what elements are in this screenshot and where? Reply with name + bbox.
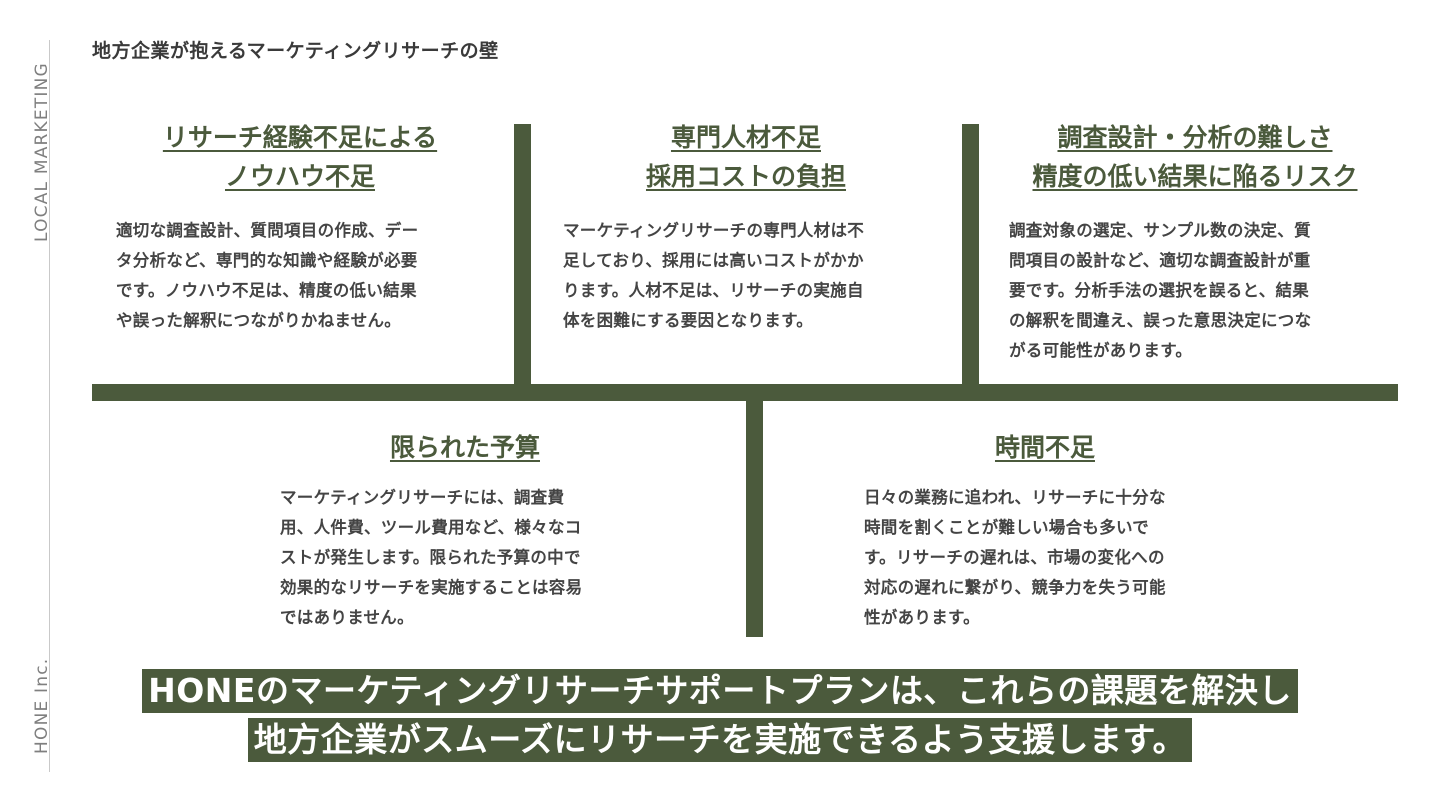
card-body-line: タ分析など、専門的な知識や経験が必要 [116,251,418,270]
card-body-line: 調査対象の選定、サンプル数の決定、質 [1009,221,1311,240]
banner-line-1: HONEのマーケティングリサーチサポートプランは、これらの課題を解決し [0,669,1440,713]
card-body-lack-of-time: 日々の業務に追われ、リサーチに十分な 時間を割くことが難しい場合も多いで す。リ… [864,483,1244,633]
banner-text: 地方企業がスムーズにリサーチを実施できるよう支援します。 [247,718,1193,762]
banner-line-2: 地方企業がスムーズにリサーチを実施できるよう支援します。 [0,718,1440,762]
card-body-line: ストが発生します。限られた予算の中で [280,548,581,567]
card-heading-line: 精度の低い結果に陥るリスク [1032,162,1358,191]
card-body-line: 問項目の設計など、適切な調査設計が重 [1009,251,1311,270]
card-heading-line: 調査設計・分析の難しさ [1057,123,1333,152]
card-body-line: 要です。分析手法の選択を誤ると、結果 [1009,281,1310,300]
card-body-line: 適切な調査設計、質問項目の作成、デー [116,221,419,240]
card-body-line: ります。人材不足は、リサーチの実施自 [563,281,864,300]
card-heading-line: ノウハウ不足 [224,162,375,191]
card-body-line: 足しており、採用には高いコストがかか [563,251,864,270]
card-body-line: 日々の業務に追われ、リサーチに十分な [864,488,1166,507]
bottom-divider-bar [746,399,763,637]
card-body-line: 用、人件費、ツール費用など、様々なコ [280,518,582,537]
card-body-lack-of-know-how: 適切な調査設計、質問項目の作成、デー タ分析など、専門的な知識や経験が必要 です… [116,216,496,336]
sidebar-label-local-marketing: LOCAL MARKETING [32,62,52,243]
card-body-line: マーケティングリサーチの専門人材は不 [563,221,865,240]
banner-text: HONEのマーケティングリサーチサポートプランは、これらの課題を解決し [142,669,1298,713]
card-heading-research-design: 調査設計・分析の難しさ 精度の低い結果に陥るリスク [1000,118,1390,196]
card-body-line: や誤った解釈につながりかねません。 [116,311,402,330]
card-body-line: マーケティングリサーチには、調査費 [280,488,565,507]
sidebar-divider [49,40,50,772]
card-body-limited-budget: マーケティングリサーチには、調査費 用、人件費、ツール費用など、様々なコ ストが… [280,483,660,633]
card-body-line: す。リサーチの遅れは、市場の変化への [864,548,1165,567]
card-heading-line: 専門人材不足 [670,123,821,152]
card-body-talent-shortage: マーケティングリサーチの専門人材は不 足しており、採用には高いコストがかか りま… [563,216,943,336]
card-heading-line: 限られた予算 [389,433,540,462]
card-body-line: 対応の遅れに繋がり、競争力を失う可能 [864,578,1166,597]
card-heading-lack-of-time: 時間不足 [950,428,1140,467]
page-title: 地方企業が抱えるマーケティングリサーチの壁 [92,40,499,62]
card-body-research-design: 調査対象の選定、サンプル数の決定、質 問項目の設計など、適切な調査設計が重 要で… [1009,216,1389,366]
top-divider-bar-1 [514,124,531,386]
card-body-line: 時間を割くことが難しい場合も多いで [864,518,1150,537]
card-body-line: です。ノウハウ不足は、精度の低い結果 [116,281,417,300]
card-heading-line: 時間不足 [994,433,1095,462]
card-heading-limited-budget: 限られた予算 [320,428,610,467]
card-heading-talent-shortage: 専門人材不足 採用コストの負担 [556,118,936,196]
card-heading-line: リサーチ経験不足による [162,123,438,152]
card-heading-lack-of-know-how: リサーチ経験不足による ノウハウ不足 [110,118,490,196]
card-heading-line: 採用コストの負担 [645,162,846,191]
horizontal-divider-bar [92,384,1398,401]
card-body-line: 性があります。 [864,608,980,627]
card-body-line: ではありません。 [280,608,414,627]
card-body-line: がる可能性があります。 [1009,341,1193,360]
top-divider-bar-2 [962,124,979,386]
card-body-line: の解釈を間違え、誤った意思決定につな [1009,311,1312,330]
card-body-line: 効果的なリサーチを実施することは容易 [280,578,583,597]
card-body-line: 体を困難にする要因となります。 [563,311,814,330]
